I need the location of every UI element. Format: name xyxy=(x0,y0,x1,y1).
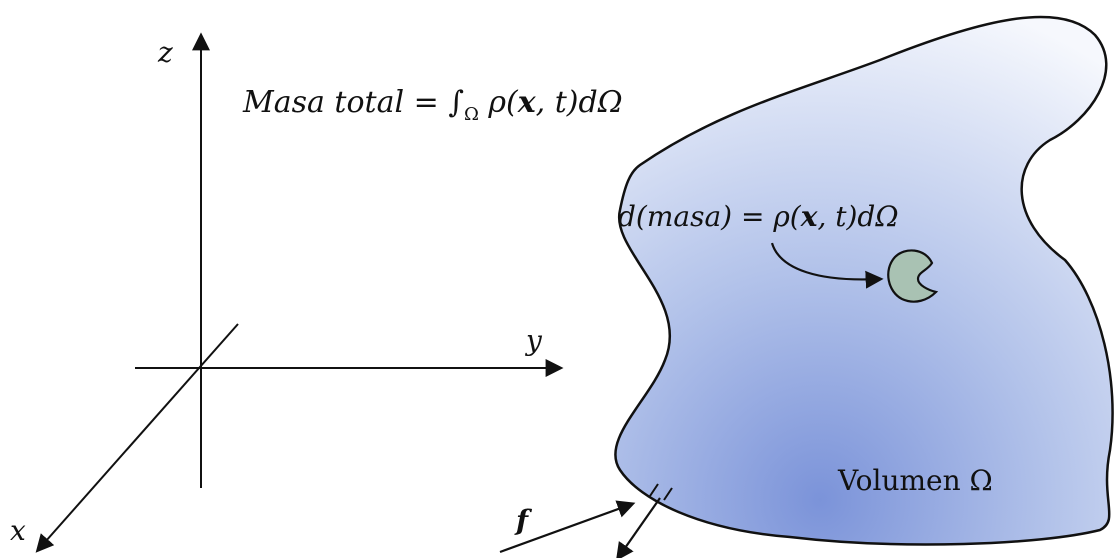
integral-subscript: Ω xyxy=(464,104,479,125)
total-mass-eq: = xyxy=(404,85,448,120)
boundary-tick-2 xyxy=(663,487,673,501)
volume-region xyxy=(614,15,1114,546)
mass-element-blob xyxy=(887,249,939,303)
mass-element-arrow xyxy=(770,242,884,289)
total-mass-position: x xyxy=(517,85,537,120)
force-arrow-normal xyxy=(615,497,661,558)
mass-element-lhs: d(masa) = ρ( xyxy=(618,200,802,233)
force-arrow-incoming xyxy=(499,500,636,554)
integral-sign: ∫ xyxy=(448,85,464,120)
total-mass-rho: ρ( xyxy=(479,85,519,120)
total-mass-rest: , t)dΩ xyxy=(536,85,623,120)
total-mass-lhs: Masa total xyxy=(242,85,404,120)
mass-element-equation: d(masa) = ρ(x, t)dΩ xyxy=(618,200,899,233)
mass-element-rest: , t)dΩ xyxy=(817,200,898,233)
volume-label: Volumen Ω xyxy=(837,464,993,497)
x-axis xyxy=(35,323,239,553)
y-axis-label: y xyxy=(524,324,543,357)
boundary-tick-1 xyxy=(649,483,659,497)
total-mass-equation: Masa total = ∫Ω ρ(x, t)dΩ xyxy=(242,85,623,125)
z-axis-label: z xyxy=(157,36,173,69)
x-axis-label: x xyxy=(10,514,26,547)
mass-element-position: x xyxy=(800,200,818,233)
force-label: f xyxy=(514,504,533,537)
